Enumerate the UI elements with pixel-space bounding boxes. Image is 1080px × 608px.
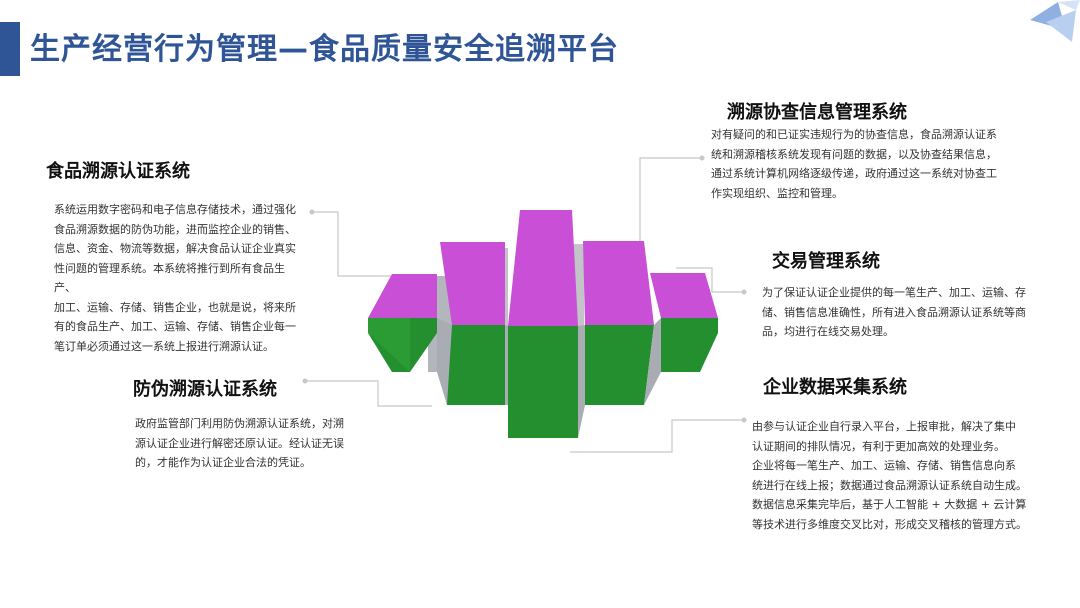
desc-line: 的，才能作为认证企业合法的凭证。 (135, 456, 311, 469)
desc-line: 为了保证认证企业提供的每一笔生产、加工、运输、存 (762, 286, 1026, 299)
column-side-face (578, 325, 585, 438)
corner-decoration-icon (1030, 0, 1080, 42)
column-front-face (508, 326, 578, 438)
heading-trade: 交易管理系统 (772, 251, 880, 272)
column-top-face (650, 273, 718, 318)
heading-trace-cert: 食品溯源认证系统 (46, 161, 190, 182)
central-3d-columns (368, 210, 718, 438)
column-top-face (440, 242, 505, 325)
connector-anti-fake (305, 380, 432, 407)
desc-line: 作实现组织、监控和管理。 (711, 186, 843, 200)
desc-line: 由参与认证企业自行录入平台，上报审批，解决了集中 (752, 420, 1016, 433)
column-front-face (661, 318, 718, 372)
desc-line: 品，均进行在线交易处理。 (762, 325, 894, 338)
connector-trace-cert (312, 211, 392, 277)
desc-line: 通过系统计算机网络逐级传递，政府通过这一系统对协查工 (711, 167, 997, 180)
column-top-face (583, 241, 654, 325)
column-side-face (644, 318, 661, 405)
desc-line: 有的食品生产、加工、运输、存储、销售企业每一 (54, 320, 296, 333)
column-top-face (368, 274, 437, 318)
desc-line: 加工、运输、存储、销售企业，也就是说，将来所 (54, 300, 296, 314)
desc-line: 对有疑问的和已证实违规行为的协查信息，食品溯源认证系 (711, 128, 997, 141)
desc-line: 系统运用数字密码和电子信息存储技术，通过强化 (54, 203, 296, 216)
desc-line: 信息、资金、物流等数据，解决食品认证企业真实 (54, 242, 296, 255)
desc-line: 储、销售信息准确性，所有进入食品溯源认证系统等商 (762, 305, 1026, 319)
desc-trade: 为了保证认证企业提供的每一笔生产、加工、运输、存 储、销售信息准确性，所有进入食… (762, 283, 1062, 342)
desc-anti-fake: 政府监管部门利用防伪溯源认证系统，对溯 源认证企业进行解密还原认证。经认证无误 … (135, 414, 355, 473)
heading-anti-fake: 防伪溯源认证系统 (133, 379, 277, 400)
column-front-face (368, 318, 410, 372)
desc-line: 笔订单必须通过这一系统上报进行溯源认证。 (54, 339, 274, 353)
desc-line: 企业将每一笔生产、加工、运输、存储、销售信息向系 (752, 459, 1016, 472)
title-accent-bar (0, 22, 20, 76)
column-front-face (437, 325, 505, 405)
desc-line: 食品溯源数据的防伪功能，进而监控企业的销售、 (54, 222, 296, 236)
desc-line: 认证期间的排队情况，有利于更加高效的处理业务。 (752, 439, 1005, 453)
column-side-face (437, 318, 452, 405)
desc-line: 数据信息采集完毕后，基于人工智能 + 大数据 + 云计算 (752, 498, 1027, 511)
desc-data-collect: 由参与认证企业自行录入平台，上报审批，解决了集中 认证期间的排队情况，有利于更加… (752, 417, 1062, 534)
column-front-face (585, 325, 654, 405)
heading-data-collect: 企业数据采集系统 (763, 377, 907, 398)
desc-coop-info: 对有疑问的和已证实违规行为的协查信息，食品溯源认证系 统和溯源稽核系统发现有问题… (711, 125, 1021, 203)
desc-line: 源认证企业进行解密还原认证。经认证无误 (135, 436, 344, 450)
desc-line: 统和溯源稽核系统发现有问题的数据，以及协查结果信息， (711, 147, 997, 161)
connector-data-collect (570, 419, 744, 453)
column-top-face (508, 210, 578, 326)
desc-line: 统进行在线上报；数据通过食品溯源认证系统自动生成。 (752, 478, 1027, 492)
desc-line: 政府监管部门利用防伪溯源认证系统，对溯 (135, 417, 344, 430)
column-side-face (505, 325, 508, 405)
desc-line: 等技术进行多维度交叉比对，形成交叉稽核的管理方式。 (752, 517, 1027, 531)
page-title: 生产经营行为管理—食品质量安全追溯平台 (30, 32, 619, 67)
heading-coop-info: 溯源协查信息管理系统 (727, 102, 907, 123)
desc-trace-cert: 系统运用数字密码和电子信息存储技术，通过强化 食品溯源数据的防伪功能，进而监控企… (54, 200, 304, 356)
desc-line: 性问题的管理系统。本系统将推行到所有食品生产、 (54, 261, 285, 295)
connector-trade (676, 267, 744, 293)
